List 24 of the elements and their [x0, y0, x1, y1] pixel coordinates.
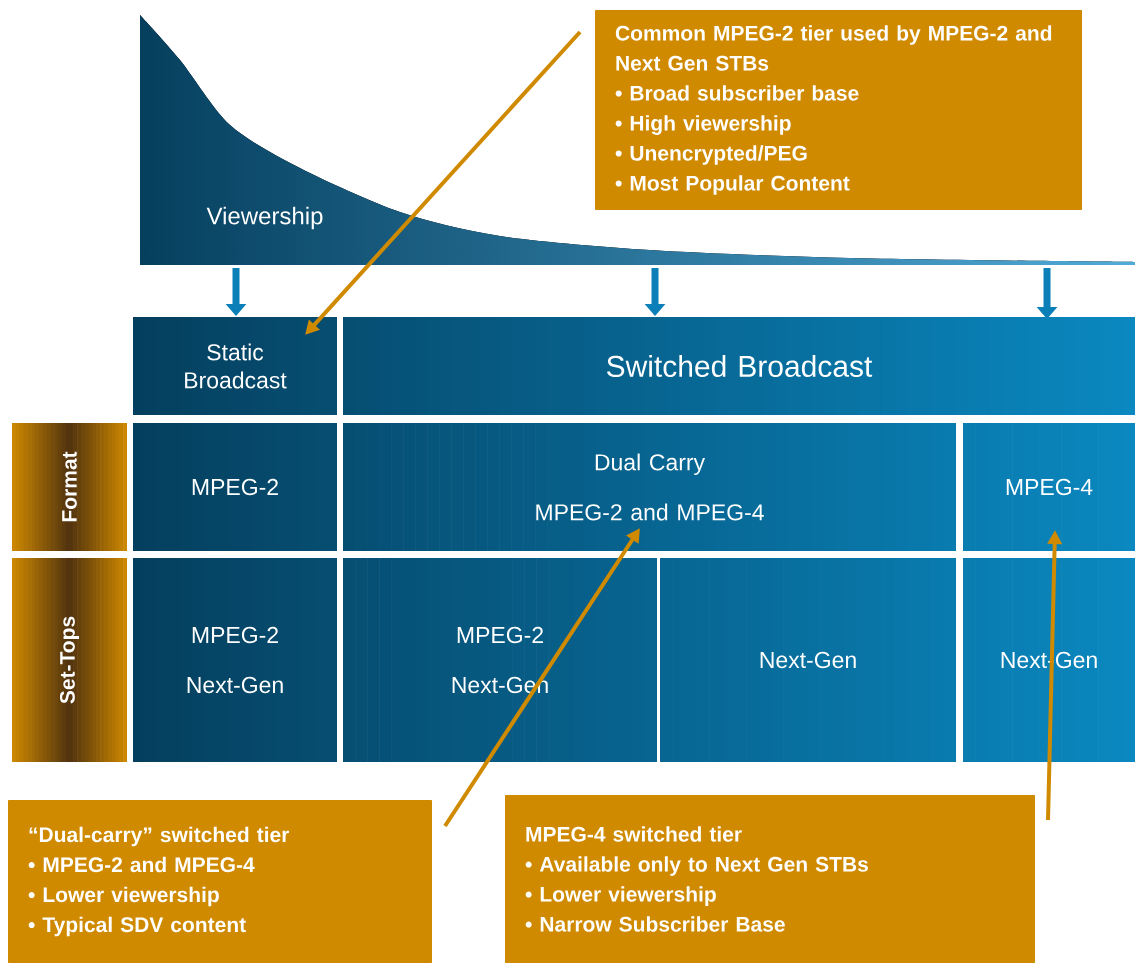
node-label: Static Broadcast [185, 343, 287, 389]
node-label: MPEG-2 [457, 626, 543, 644]
node-label: Switched Broadcast [606, 354, 873, 378]
callout-box: MPEG-4 switched tier • Available only to Next Gen STBs • Lower viewership • Narrow Subscriber Base [505, 795, 1035, 963]
node-label: Format [62, 451, 77, 522]
node-label: MPEG-2 and MPEG-4 [536, 503, 764, 521]
callout-box: Common MPEG-2 tier used by MPEG-2 and Next Gen STBs • Broad subscriber base • High viewership • Unencrypted/PEG • Most Popular Content [595, 10, 1082, 210]
side-band: Format [12, 423, 127, 551]
table-cell: MPEG-2 Next-Gen [133, 558, 337, 762]
node-label: MPEG-2 [192, 626, 278, 644]
callout-box: “Dual-carry” switched tier • MPEG-2 and MPEG-4 • Lower viewership • Typical SDV content [8, 800, 432, 963]
header-cell: Switched Broadcast [343, 317, 1135, 415]
table-cell: MPEG-2 [133, 423, 337, 551]
node-label: Set-Tops [59, 616, 80, 704]
node-label: Next-Gen [187, 676, 283, 694]
header-cell: Static Broadcast [133, 317, 337, 415]
node-label: MPEG-4 [1006, 478, 1093, 496]
table-cell: Next-Gen [660, 558, 956, 762]
side-band: Set-Tops [12, 558, 127, 762]
node-label: Dual Carry [595, 453, 706, 475]
node-label: MPEG-2 [192, 478, 278, 496]
table-cell: MPEG-4 [963, 423, 1135, 551]
node-label: Next-Gen [760, 651, 856, 669]
table-cell: Dual Carry MPEG-2 and MPEG-4 [343, 423, 956, 551]
